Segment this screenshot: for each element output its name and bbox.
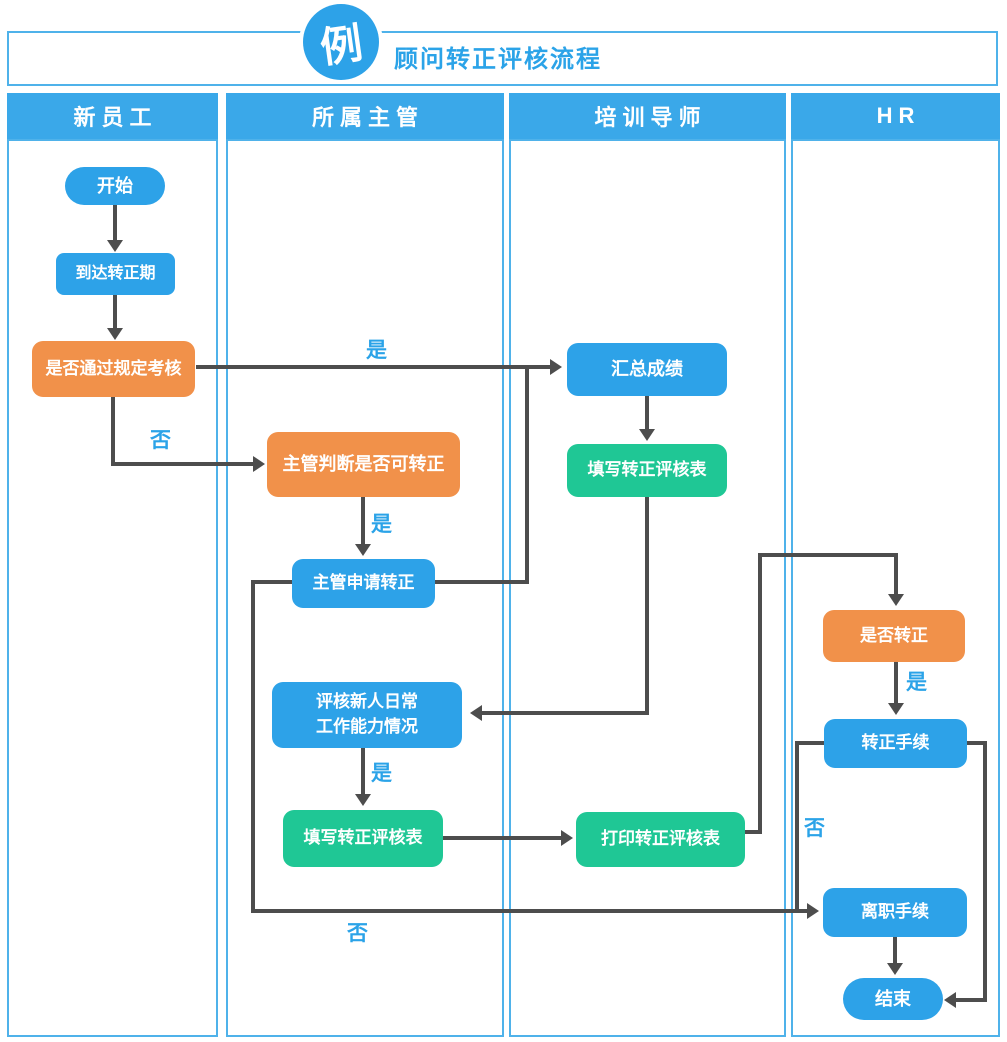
connector-segment: [956, 998, 987, 1002]
lane-supervisor: 所属主管: [226, 93, 504, 1037]
node-confirm[interactable]: 是否转正: [823, 610, 965, 662]
arrowhead-right-icon: [550, 359, 562, 375]
arrowhead-down-icon: [355, 794, 371, 806]
node-supervisor-judge[interactable]: 主管判断是否可转正: [267, 432, 460, 497]
connector-segment: [758, 553, 898, 557]
connector-segment: [482, 711, 649, 715]
connector-segment: [983, 741, 987, 1002]
node-evaluate-daily[interactable]: 评核新人日常 工作能力情况: [272, 682, 462, 748]
connector-segment: [894, 553, 898, 594]
node-print-form[interactable]: 打印转正评核表: [576, 812, 745, 867]
arrowhead-down-icon: [107, 328, 123, 340]
node-pass-exam[interactable]: 是否通过规定考核: [32, 341, 195, 397]
arrowhead-down-icon: [639, 429, 655, 441]
arrowhead-down-icon: [888, 594, 904, 606]
title-bar: [7, 31, 998, 86]
arrowhead-down-icon: [888, 703, 904, 715]
node-resign-procedure[interactable]: 离职手续: [823, 888, 967, 937]
page-title: 顾问转正评核流程: [394, 46, 602, 73]
node-end[interactable]: 结束: [843, 978, 943, 1020]
connector-segment: [797, 741, 825, 745]
edge-label-no: 否: [347, 922, 368, 945]
connector-segment: [745, 830, 762, 834]
lane-body-supervisor: [226, 139, 504, 1037]
connector-segment: [894, 662, 898, 703]
connector-segment: [111, 397, 115, 466]
example-badge: 例: [303, 4, 379, 80]
lane-header-mentor: 培训导师: [509, 93, 786, 139]
arrowhead-right-icon: [253, 456, 265, 472]
connector-segment: [795, 741, 799, 913]
connector-segment: [253, 580, 294, 584]
connector-segment: [525, 367, 529, 582]
edge-label-yes: 是: [366, 339, 387, 362]
connector-segment: [251, 909, 807, 913]
edge-label-no: 否: [804, 817, 825, 840]
example-badge-label: 例: [317, 18, 366, 72]
arrowhead-left-icon: [944, 992, 956, 1008]
edge-label-yes: 是: [906, 671, 927, 694]
edge-label-yes: 是: [371, 513, 392, 536]
connector-segment: [965, 741, 987, 745]
node-regular-procedure[interactable]: 转正手续: [824, 719, 967, 768]
connector-segment: [435, 580, 529, 584]
connector-segment: [758, 553, 762, 834]
node-reach-period[interactable]: 到达转正期: [56, 253, 175, 295]
connector-segment: [645, 396, 649, 429]
arrowhead-right-icon: [561, 830, 573, 846]
connector-segment: [443, 836, 561, 840]
node-start[interactable]: 开始: [65, 167, 165, 205]
connector-segment: [893, 937, 897, 964]
edge-label-yes: 是: [371, 762, 392, 785]
connector-segment: [113, 205, 117, 241]
connector-segment: [196, 365, 550, 369]
connector-segment: [111, 462, 253, 466]
node-summarize[interactable]: 汇总成绩: [567, 343, 727, 396]
node-supervisor-apply[interactable]: 主管申请转正: [292, 559, 435, 608]
arrowhead-left-icon: [470, 705, 482, 721]
lane-header-supervisor: 所属主管: [226, 93, 504, 139]
edge-label-no: 否: [150, 429, 171, 452]
connector-segment: [113, 295, 117, 329]
connector-segment: [251, 580, 255, 913]
connector-segment: [361, 748, 365, 794]
lane-header-hr: HR: [791, 93, 1000, 139]
arrowhead-right-icon: [807, 903, 819, 919]
arrowhead-down-icon: [355, 544, 371, 556]
arrowhead-down-icon: [887, 963, 903, 975]
node-fill-form-supervisor[interactable]: 填写转正评核表: [283, 810, 443, 867]
node-fill-form-mentor[interactable]: 填写转正评核表: [567, 444, 727, 497]
connector-segment: [645, 497, 649, 715]
connector-segment: [361, 497, 365, 544]
arrowhead-down-icon: [107, 240, 123, 252]
lane-header-new-employee: 新员工: [7, 93, 218, 139]
